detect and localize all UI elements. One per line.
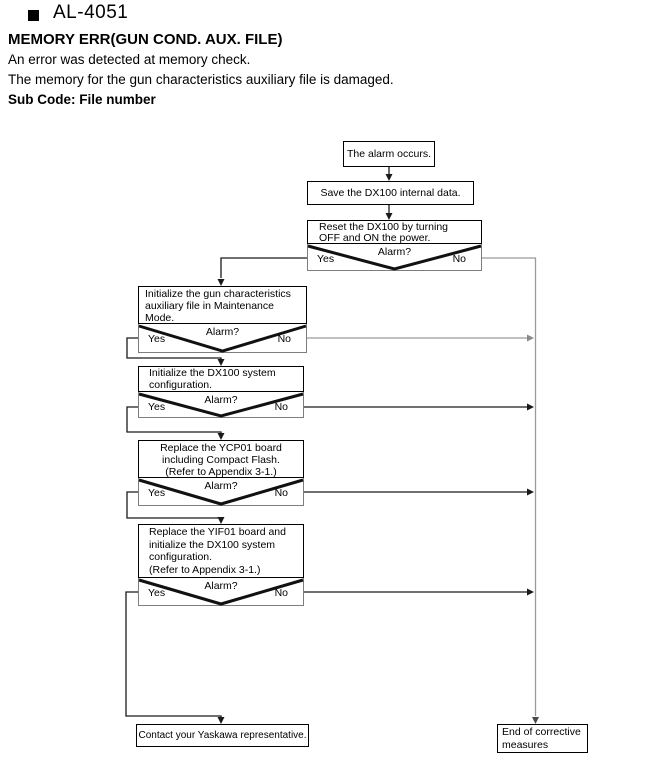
section-bullet-icon bbox=[28, 10, 39, 21]
flow-box-line: Replace the YCP01 board bbox=[160, 442, 282, 454]
flow-decision-alarm-3: Alarm? Yes No bbox=[138, 392, 304, 418]
flow-box-line: configuration. bbox=[149, 378, 213, 391]
decision-yes-label: Yes bbox=[148, 401, 166, 413]
decision-no-label: No bbox=[274, 587, 288, 599]
flow-box-alarm-occurs: The alarm occurs. bbox=[343, 141, 435, 167]
alarm-title: MEMORY ERR(GUN COND. AUX. FILE) bbox=[8, 31, 283, 48]
flow-box-init-system-config: Initialize the DX100 system configuratio… bbox=[138, 366, 304, 392]
flow-box-line: configuration. bbox=[149, 551, 213, 564]
flow-box-reset-dx100: Reset the DX100 by turning OFF and ON th… bbox=[307, 220, 482, 244]
flow-decision-alarm-1: Alarm? Yes No bbox=[307, 244, 482, 271]
flow-box-line: Reset the DX100 by turning bbox=[319, 221, 448, 233]
flow-box-replace-yif01: Replace the YIF01 board and initialize t… bbox=[138, 524, 304, 578]
flow-decision-alarm-5: Alarm? Yes No bbox=[138, 578, 304, 606]
flow-box-label: The alarm occurs. bbox=[346, 148, 432, 160]
flow-box-line: initialize the DX100 system bbox=[149, 538, 276, 551]
flow-box-label: Contact your Yaskawa representative. bbox=[138, 729, 307, 741]
flow-box-line: Replace the YIF01 board and bbox=[149, 526, 286, 538]
decision-yes-label: Yes bbox=[148, 333, 166, 345]
decision-no-label: No bbox=[274, 487, 288, 499]
alarm-description-1: An error was detected at memory check. bbox=[8, 52, 251, 67]
flow-box-line: including Compact Flash. bbox=[162, 454, 280, 466]
flow-box-save-data: Save the DX100 internal data. bbox=[307, 181, 474, 205]
decision-yes-label: Yes bbox=[317, 253, 335, 265]
flow-decision-alarm-4: Alarm? Yes No bbox=[138, 478, 304, 506]
decision-yes-label: Yes bbox=[148, 587, 166, 599]
flow-box-line: OFF and ON the power. bbox=[319, 231, 431, 244]
flow-box-line: Mode. bbox=[145, 312, 175, 324]
flow-box-label: Save the DX100 internal data. bbox=[320, 187, 461, 199]
decision-yes-label: Yes bbox=[148, 487, 166, 499]
flow-box-line: (Refer to Appendix 3-1.) bbox=[165, 466, 277, 478]
decision-no-label: No bbox=[277, 333, 291, 345]
flow-box-line: Initialize the gun characteristics bbox=[145, 288, 291, 300]
flow-box-line: (Refer to Appendix 3-1.) bbox=[149, 564, 261, 577]
flow-box-end-of-measures: End of corrective measures bbox=[497, 724, 588, 753]
flow-box-line: Initialize the DX100 system bbox=[149, 367, 276, 379]
flow-decision-alarm-2: Alarm? Yes No bbox=[138, 324, 307, 353]
flow-box-replace-ycp01: Replace the YCP01 board including Compac… bbox=[138, 440, 304, 478]
flow-box-contact-yaskawa: Contact your Yaskawa representative. bbox=[136, 724, 309, 747]
flow-box-line: auxiliary file in Maintenance bbox=[145, 300, 274, 312]
flow-box-line: measures bbox=[502, 738, 549, 751]
alarm-subcode: Sub Code: File number bbox=[8, 92, 156, 107]
alarm-description-2: The memory for the gun characteristics a… bbox=[8, 72, 394, 87]
flow-box-line: End of corrective bbox=[502, 726, 581, 738]
flow-box-init-gun-file: Initialize the gun characteristics auxil… bbox=[138, 286, 307, 324]
decision-no-label: No bbox=[274, 401, 288, 413]
decision-no-label: No bbox=[452, 253, 466, 265]
alarm-code: AL-4051 bbox=[53, 2, 129, 23]
